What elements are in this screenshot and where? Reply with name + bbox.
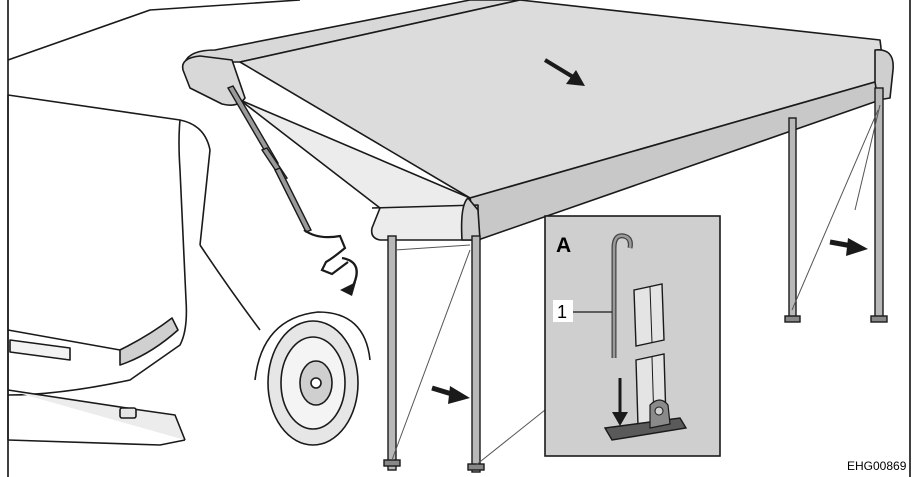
arrow-icon — [543, 58, 585, 86]
doc-code: EHG00869 — [847, 459, 907, 473]
leg-3 — [788, 117, 797, 319]
crank-handle — [226, 85, 349, 276]
awning — [181, 0, 894, 241]
arrow-icon — [829, 238, 868, 256]
awning-side — [239, 99, 479, 241]
detail-label: A — [556, 234, 571, 257]
rotate-arrow-head — [340, 282, 356, 296]
leg-1 — [387, 235, 397, 471]
motorhome — [7, 0, 371, 446]
wheel — [267, 320, 359, 446]
callout-number: 1 — [557, 302, 567, 322]
side-light — [9, 339, 71, 361]
detail-inset: A 1 — [544, 215, 721, 457]
arrow-icon — [431, 385, 470, 404]
marker-light — [119, 407, 137, 419]
leg-2 — [471, 235, 481, 473]
motion-arrows — [431, 58, 868, 404]
callout-box — [553, 300, 573, 322]
support-legs — [383, 87, 888, 473]
cassette-end-cap — [181, 55, 246, 106]
mirror — [119, 317, 179, 366]
awning-cassette — [184, 0, 521, 63]
leg-profile-top — [633, 283, 665, 347]
tension-cords — [391, 104, 881, 466]
inset-background — [544, 215, 721, 457]
